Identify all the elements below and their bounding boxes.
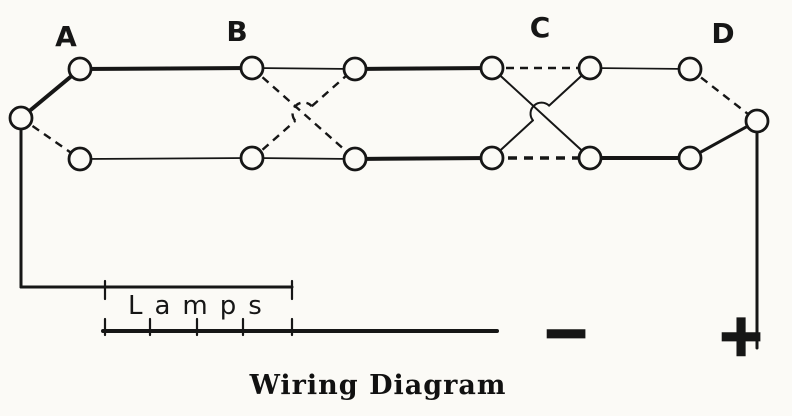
wire-left-to-a-top [19, 67, 82, 120]
wire-top-d-to-right-dashed [689, 68, 758, 122]
wire-bottom-b-to-c [353, 156, 494, 161]
wire-top-c-to-d [589, 67, 691, 70]
terminal-a-bottom [67, 146, 93, 172]
terminal-right [744, 108, 770, 134]
wire-bottom-b-span [251, 157, 356, 160]
terminal-b-right-bottom [342, 146, 368, 172]
wire-b-cross-up-seg1 [251, 119, 297, 160]
wire-top-a-to-b [78, 66, 254, 71]
switch-label-b: B [226, 15, 247, 48]
terminal-a-top [67, 56, 93, 82]
wire-bottom-a-to-b [79, 157, 253, 160]
labels: A B C D Lamps − + Wiring Diagram [55, 11, 766, 401]
wire-b-cross-down [251, 67, 356, 160]
terminal-c-right-bottom [577, 145, 603, 171]
lamps-label: Lamps [128, 291, 274, 321]
terminal-c-left-top [479, 55, 505, 81]
terminal-b-left-top [239, 55, 265, 81]
switch-label-a: A [55, 20, 77, 53]
terminal-left [8, 105, 34, 131]
switch-label-c: C [530, 11, 551, 44]
wire-c-cross-down [491, 67, 591, 159]
wire-b-cross-hop [291, 101, 313, 122]
terminals [8, 55, 770, 172]
positive-terminal-label: + [717, 301, 766, 369]
wire-bottom-d-to-right [688, 119, 759, 160]
terminal-d-top [677, 56, 703, 82]
terminal-c-right-top [577, 55, 603, 81]
negative-terminal-label: − [542, 298, 591, 366]
terminal-b-right-top [342, 56, 368, 82]
lamps-scale [103, 279, 294, 337]
wires [19, 66, 759, 350]
switch-label-d: D [711, 17, 734, 50]
figure-caption: Wiring Diagram [249, 370, 507, 401]
terminal-b-left-bottom [239, 145, 265, 171]
terminal-d-bottom [677, 145, 703, 171]
wire-top-b-to-c [353, 66, 494, 71]
wire-c-cross-hop [529, 101, 551, 122]
terminal-c-left-bottom [479, 145, 505, 171]
wire-top-b-span [251, 67, 356, 70]
